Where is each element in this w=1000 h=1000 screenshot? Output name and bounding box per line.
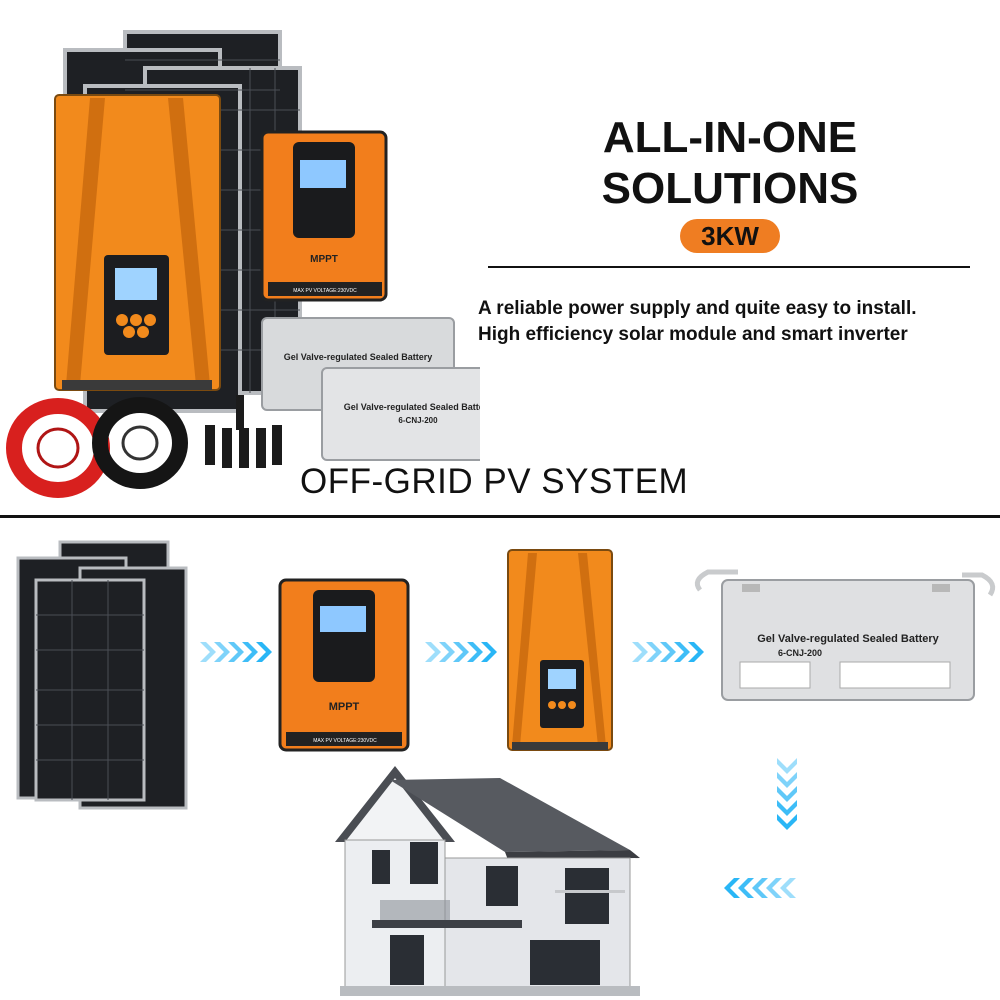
flow-arrow-controller-to-inverter: [425, 642, 497, 662]
flow-battery-title: Gel Valve-regulated Sealed Battery: [757, 633, 939, 645]
power-badge: 3KW: [680, 219, 780, 253]
controller-footer: MAX PV VOLTAGE:230VDC: [293, 288, 357, 294]
section-divider: [0, 515, 1000, 518]
system-title: OFF-GRID PV SYSTEM: [300, 462, 689, 501]
house: [335, 766, 640, 996]
flow-arrow-to-house: [724, 878, 796, 898]
flow-controller-mppt-label: MPPT: [329, 701, 360, 713]
flow-arrow-panels-to-controller: [200, 642, 272, 662]
battery-model-front: 6-CNJ-200: [398, 416, 438, 425]
mppt-controller: MPPT MAX PV VOLTAGE:230VDC: [260, 130, 388, 302]
flow-solar-panels: [16, 540, 188, 810]
flow-inverter: [507, 549, 613, 751]
headline-line-2: SOLUTIONS: [601, 164, 859, 213]
battery-title-top: Gel Valve-regulated Sealed Battery: [284, 352, 433, 362]
battery-pair: Gel Valve-regulated Sealed Battery Gel V…: [261, 317, 480, 461]
description-line-1: A reliable power supply and quite easy t…: [478, 298, 917, 319]
flow-battery: Gel Valve-regulated Sealed Battery 6-CNJ…: [694, 569, 996, 701]
description-line-2: High efficiency solar module and smart i…: [478, 324, 908, 345]
product-kit-illustration: MPPT MAX PV VOLTAGE:230VDC Gel Valve-reg…: [6, 30, 480, 498]
flow-battery-model: 6-CNJ-200: [778, 648, 822, 658]
cable-coils: [6, 397, 188, 498]
system-flow-diagram: MPPT MAX PV VOLTAGE:230VDC Gel Valve-reg…: [16, 540, 996, 996]
headline-line-1: ALL-IN-ONE: [602, 113, 858, 162]
flow-controller-footer: MAX PV VOLTAGE:230VDC: [313, 738, 377, 744]
mc4-connectors: [205, 395, 282, 468]
battery-title-front: Gel Valve-regulated Sealed Battery: [344, 402, 480, 412]
flow-mppt-controller: MPPT MAX PV VOLTAGE:230VDC: [278, 578, 410, 752]
description: A reliable power supply and quite easy t…: [478, 296, 998, 348]
headline-rule: [488, 266, 970, 268]
flow-arrow-battery-down: [777, 758, 797, 830]
inverter: [54, 94, 221, 391]
flow-arrow-inverter-to-battery: [632, 642, 704, 662]
controller-mppt-label: MPPT: [310, 254, 338, 265]
headline: ALL-IN-ONE SOLUTIONS: [560, 112, 900, 214]
